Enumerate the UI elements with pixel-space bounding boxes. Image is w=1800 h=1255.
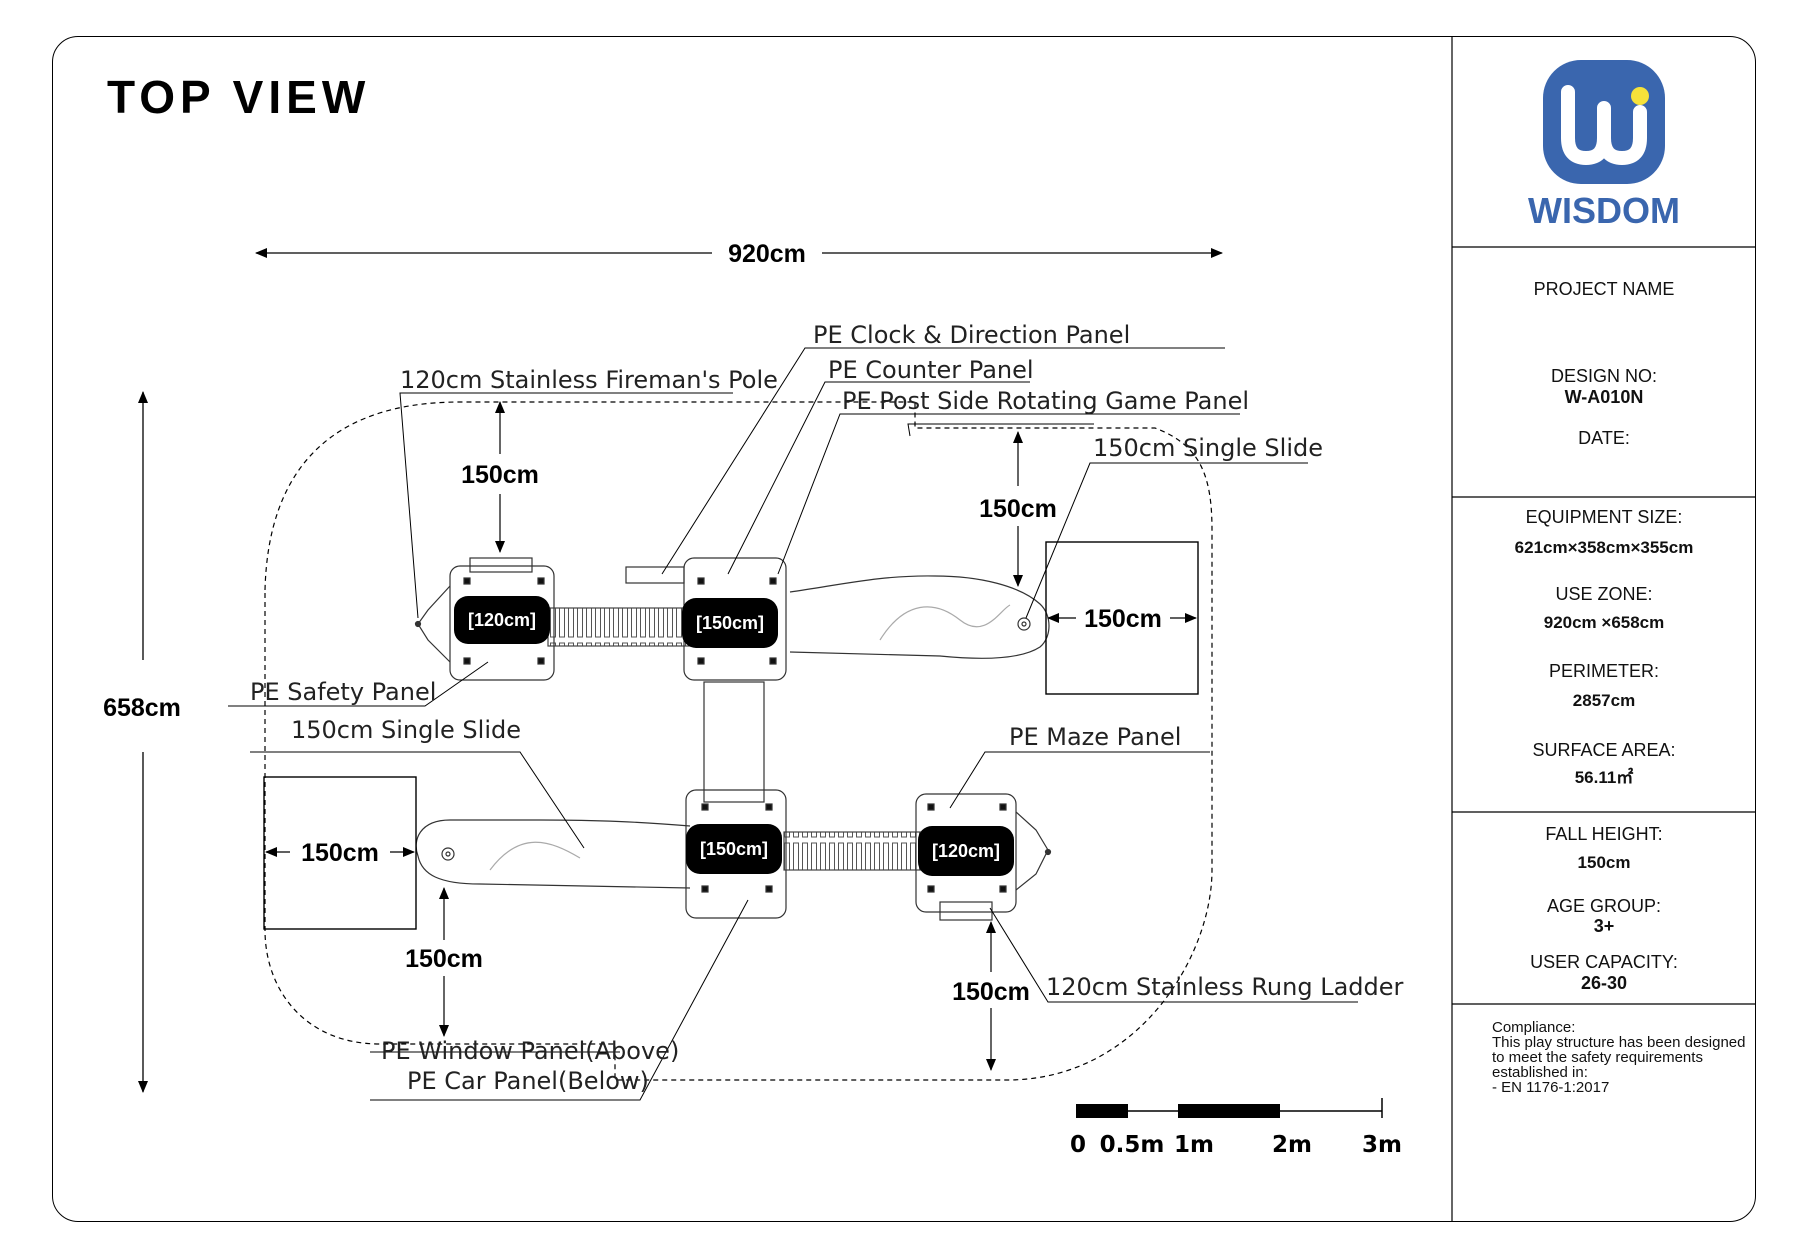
platform-tag-bottom-mid: [150cm] — [686, 824, 782, 874]
svg-text:[120cm]: [120cm] — [932, 841, 1000, 861]
scale-label-0: 0 — [1070, 1132, 1086, 1158]
callout-window-panel: PE Window Panel(Above) — [381, 1037, 679, 1065]
callout-counter-panel: PE Counter Panel — [828, 356, 1034, 384]
lower-structure — [415, 789, 1052, 921]
title-block-info: PROJECT NAME DESIGN NO: W-A010N DATE: EQ… — [1492, 279, 1745, 1096]
fall-height-label: FALL HEIGHT: — [1545, 824, 1662, 844]
compliance-line-4: established in: — [1492, 1064, 1588, 1081]
drawing-frame — [52, 36, 1756, 1222]
upper-structure — [414, 557, 1050, 803]
scale-bar: 0 0.5m 1m 2m 3m — [1070, 1098, 1402, 1158]
design-no-label: DESIGN NO: — [1551, 366, 1657, 386]
overall-height-dimension: 658cm — [103, 391, 181, 1093]
callout-rung-ladder: 120cm Stainless Rung Ladder — [1046, 973, 1404, 1001]
clearance-top-left-label: 150cm — [461, 461, 539, 489]
svg-text:[150cm]: [150cm] — [696, 613, 764, 633]
compliance-line-5: - EN 1176-1:2017 — [1492, 1079, 1609, 1096]
callout-leaders — [228, 347, 1358, 1101]
scale-label-1m: 1m — [1174, 1132, 1214, 1158]
age-group-value: 3+ — [1594, 916, 1615, 936]
scale-label-3m: 3m — [1362, 1132, 1402, 1158]
page-title: TOP VIEW — [107, 71, 370, 123]
callout-clock-panel: PE Clock & Direction Panel — [813, 321, 1130, 349]
overall-width-label: 920cm — [728, 240, 806, 268]
compliance-line-2: This play structure has been designed — [1492, 1034, 1745, 1051]
callout-slide-top: 150cm Single Slide — [1093, 434, 1323, 462]
user-capacity-value: 26-30 — [1581, 973, 1627, 993]
user-capacity-label: USER CAPACITY: — [1530, 952, 1678, 972]
perimeter-value: 2857cm — [1573, 691, 1635, 710]
callout-slide-bottom: 150cm Single Slide — [291, 716, 521, 744]
wisdom-logo: WISDOM — [1528, 60, 1680, 231]
callout-maze-panel: PE Maze Panel — [1009, 723, 1181, 751]
brand-name: WISDOM — [1528, 190, 1680, 231]
slide-runout-zone-right — [1045, 541, 1199, 695]
date-label: DATE: — [1578, 428, 1630, 448]
platform-tag-bottom-right: [120cm] — [918, 826, 1014, 876]
platform-tag-top-left: [120cm] — [454, 596, 550, 644]
logo-dot-icon — [1631, 87, 1649, 105]
compliance-line-3: to meet the safety requirements — [1492, 1049, 1703, 1066]
scale-label-0-5m: 0.5m — [1100, 1132, 1165, 1158]
use-zone-boundary — [264, 401, 1213, 1081]
age-group-label: AGE GROUP: — [1547, 896, 1661, 916]
clearance-dimensions — [265, 401, 1197, 1071]
design-no-value: W-A010N — [1565, 387, 1644, 407]
fall-height-value: 150cm — [1578, 853, 1631, 872]
callout-safety-panel: PE Safety Panel — [250, 678, 436, 706]
svg-text:[150cm]: [150cm] — [700, 839, 768, 859]
scale-label-2m: 2m — [1272, 1132, 1312, 1158]
svg-text:[120cm]: [120cm] — [468, 610, 536, 630]
callout-fireman-pole: 120cm Stainless Fireman's Pole — [400, 366, 778, 394]
surface-area-value: 56.11㎡ — [1575, 767, 1634, 787]
project-name-label: PROJECT NAME — [1534, 279, 1675, 299]
equipment-size-value: 621cm×358cm×355cm — [1515, 538, 1694, 557]
overall-height-label: 658cm — [103, 694, 181, 722]
platform-tag-top-mid: [150cm] — [682, 598, 778, 648]
clearance-bottom-right-label: 150cm — [952, 978, 1030, 1006]
compliance-line-1: Compliance: — [1492, 1019, 1575, 1036]
callout-rotating-panel: PE Post Side Rotating Game Panel — [842, 387, 1249, 415]
use-zone-label: USE ZONE: — [1555, 584, 1652, 604]
use-zone-value: 920cm ×658cm — [1544, 613, 1665, 632]
perimeter-label: PERIMETER: — [1549, 661, 1659, 681]
equipment-size-label: EQUIPMENT SIZE: — [1526, 507, 1683, 527]
clearance-top-right-label: 150cm — [979, 495, 1057, 523]
surface-area-label: SURFACE AREA: — [1532, 740, 1675, 760]
title-block-lines — [1451, 36, 1756, 1222]
clearance-bottom-left-label: 150cm — [405, 945, 483, 973]
clearance-left-label: 150cm — [301, 839, 379, 867]
callout-car-panel: PE Car Panel(Below) — [407, 1067, 649, 1095]
slide-runout-zone-left — [263, 776, 417, 930]
clearance-right-label: 150cm — [1084, 605, 1162, 633]
overall-width-dimension: 920cm — [255, 240, 1223, 268]
